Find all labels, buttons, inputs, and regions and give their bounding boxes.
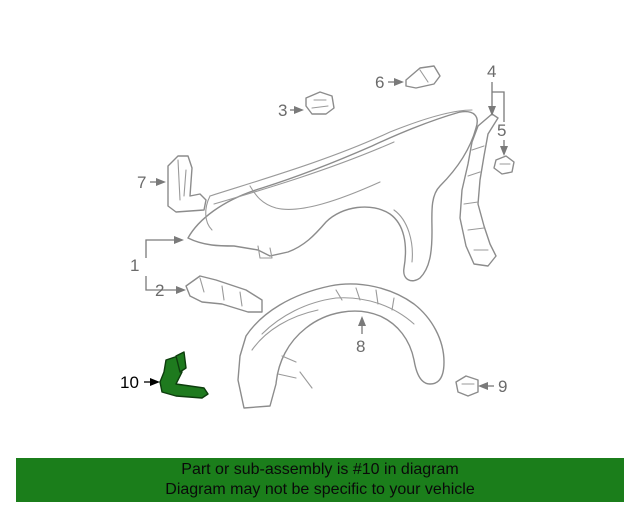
fender-part[interactable] [187, 109, 478, 282]
info-banner: Part or sub-assembly is #10 in diagram D… [16, 458, 624, 502]
screw-part-5[interactable] [493, 155, 515, 175]
parts-diagram: 1 2 3 4 5 6 7 8 9 10 [120, 62, 515, 409]
callout-7: 7 [137, 173, 146, 192]
cap-part-6[interactable] [405, 65, 441, 89]
callout-4: 4 [487, 62, 496, 81]
bracket-part-7[interactable] [167, 155, 207, 213]
highlighted-part-10[interactable] [159, 351, 209, 399]
callout-2: 2 [155, 281, 164, 300]
banner-line-2: Diagram may not be specific to your vehi… [165, 481, 475, 498]
callout-6: 6 [375, 73, 384, 92]
banner-line-1: Part or sub-assembly is #10 in diagram [181, 461, 459, 478]
fender-liner-part-8[interactable] [237, 283, 445, 409]
leader-lines [144, 78, 508, 390]
callout-9: 9 [498, 377, 507, 396]
callout-5: 5 [497, 121, 506, 140]
callout-10: 10 [120, 373, 139, 392]
callout-8: 8 [356, 337, 365, 356]
clip-part-3[interactable] [305, 91, 335, 115]
callout-1: 1 [130, 256, 139, 275]
clip-part-9[interactable] [455, 375, 479, 397]
fender-seal-part-4[interactable] [459, 113, 499, 267]
fender-bracket-part[interactable] [185, 275, 263, 313]
callout-3: 3 [278, 101, 287, 120]
